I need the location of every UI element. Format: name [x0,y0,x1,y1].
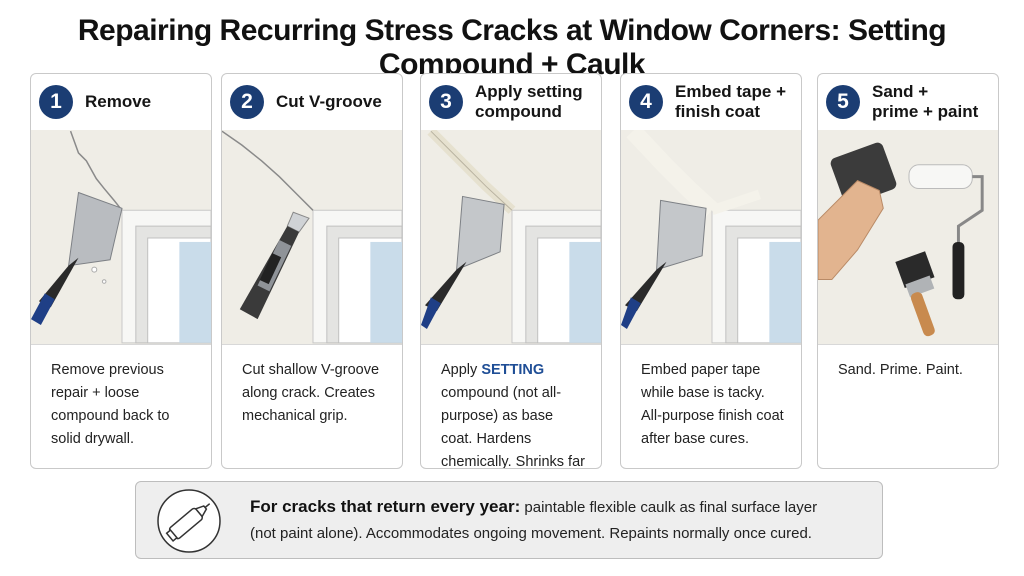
step-illustration [31,130,211,344]
step-card-sand-prime-paint: 5 Sand + prime + paint Sand. Prime. Pain… [817,73,999,469]
sanding-and-painting-tools-illustration [818,131,998,343]
step-number-badge: 4 [629,85,663,119]
page-title: Repairing Recurring Stress Cracks at Win… [77,14,947,81]
caulk-tube-icon [157,489,221,553]
step-number-badge: 1 [39,85,73,119]
step-card-embed-tape: 4 Embed tape + finish coat Embed paper t… [620,73,802,469]
step-title: Embed tape + finish coat [675,82,787,121]
desc-text: Apply [441,362,482,378]
step-header: 4 Embed tape + finish coat [621,74,801,130]
step-illustration [222,130,402,344]
step-illustration [818,130,998,344]
step-number-badge: 3 [429,85,463,119]
step-description: Embed paper tape while base is tacky. Al… [621,344,801,468]
tip-line-1: paintable flexible caulk as final surfac… [520,499,818,516]
step-header: 2 Cut V-groove [222,74,402,130]
step-illustration [421,130,601,344]
utility-knife-illustration [222,130,402,344]
setting-highlight: SETTING [481,362,545,378]
tip-lead: For cracks that return every year: [250,497,521,516]
step-card-remove: 1 Remove Remove previous repair + loose … [30,73,212,469]
step-header: 3 Apply setting compound [421,74,601,130]
compound-knife-illustration [421,130,601,344]
step-number-badge: 5 [826,85,860,119]
step-title: Cut V-groove [276,92,382,111]
desc-text: compound (not all-purpose) as base coat.… [441,385,585,469]
step-title: Apply setting compound [475,82,583,121]
step-header: 5 Sand + prime + paint [818,74,998,130]
step-card-cut-v-groove: 2 Cut V-groove Cut shallow V-groove alon… [221,73,403,469]
step-description: Apply SETTING compound (not all-purpose)… [421,344,601,469]
step-title: Sand + prime + paint [872,82,979,121]
step-number-badge: 2 [230,85,264,119]
step-title: Remove [85,92,152,111]
step-card-apply-setting-compound: 3 Apply setting compound Apply SETTING c… [420,73,602,469]
step-header: 1 Remove [31,74,211,130]
step-description: Cut shallow V-groove along crack. Create… [222,344,402,468]
caulk-tip-box: For cracks that return every year: paint… [135,481,883,559]
step-description: Sand. Prime. Paint. [818,344,998,468]
step-illustration [621,130,801,344]
tape-and-knife-illustration [621,130,801,344]
step-description: Remove previous repair + loose compound … [31,344,211,468]
tip-line-2: (not paint alone). Accommodates ongoing … [250,525,812,542]
caulk-tip-text: For cracks that return every year: paint… [250,494,870,547]
putty-knife-scraping-illustration [31,130,211,344]
